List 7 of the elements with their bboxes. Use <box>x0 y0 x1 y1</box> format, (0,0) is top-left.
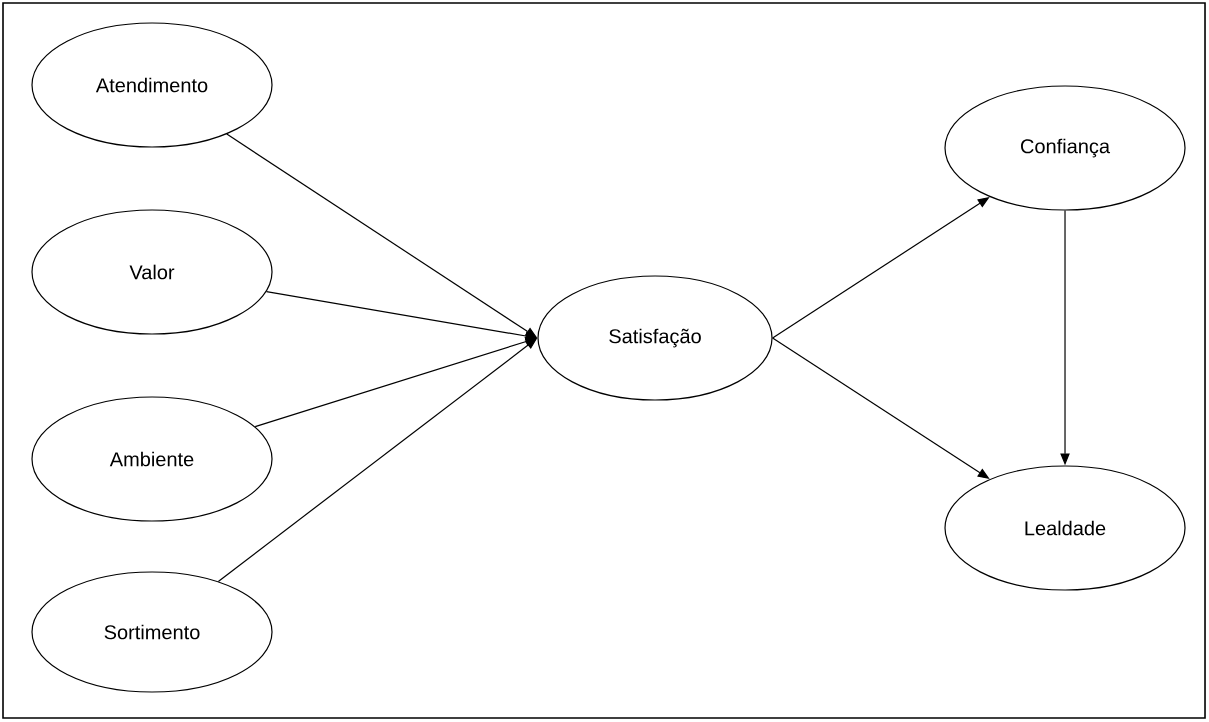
ellipse-node: Ambiente <box>31 396 273 522</box>
ellipse-node: Lealdade <box>944 465 1186 591</box>
ellipse-node: Confiança <box>944 85 1186 211</box>
ellipse-node: Satisfação <box>537 275 773 401</box>
ellipse-node: Atendimento <box>31 22 273 148</box>
ellipse-node: Sortimento <box>31 571 273 693</box>
ellipse-node: Valor <box>31 209 273 335</box>
